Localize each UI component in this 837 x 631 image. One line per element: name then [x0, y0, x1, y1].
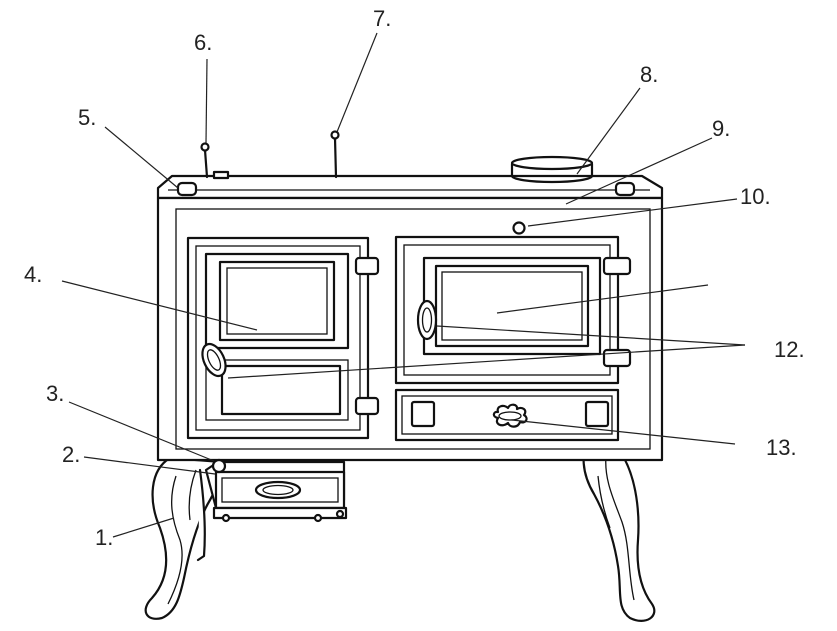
top-plate — [156, 174, 664, 200]
damper-rod — [200, 142, 230, 180]
label-1: 1. — [95, 525, 114, 550]
firebox-door — [186, 236, 380, 440]
label-3: 3. — [46, 381, 65, 406]
bypass-rod — [330, 130, 340, 179]
oven-door — [394, 235, 632, 385]
left-leg — [144, 456, 224, 620]
label-7: 7. — [373, 6, 392, 31]
label-4: 4. — [24, 262, 43, 287]
label-12: 12. — [774, 337, 805, 362]
right-leg — [582, 436, 656, 622]
label-6: 6. — [194, 30, 213, 55]
label-5: 5. — [78, 105, 97, 130]
drawer — [394, 388, 620, 442]
leader-lines — [61, 32, 746, 538]
label-9: 9. — [712, 116, 731, 141]
thermometer — [512, 221, 526, 235]
label-10: 10. — [740, 184, 771, 209]
ash-pan — [204, 458, 348, 523]
label-2: 2. — [62, 442, 81, 467]
flue-collar — [510, 155, 594, 184]
label-8: 8. — [640, 62, 659, 87]
label-13: 13. — [766, 435, 797, 460]
